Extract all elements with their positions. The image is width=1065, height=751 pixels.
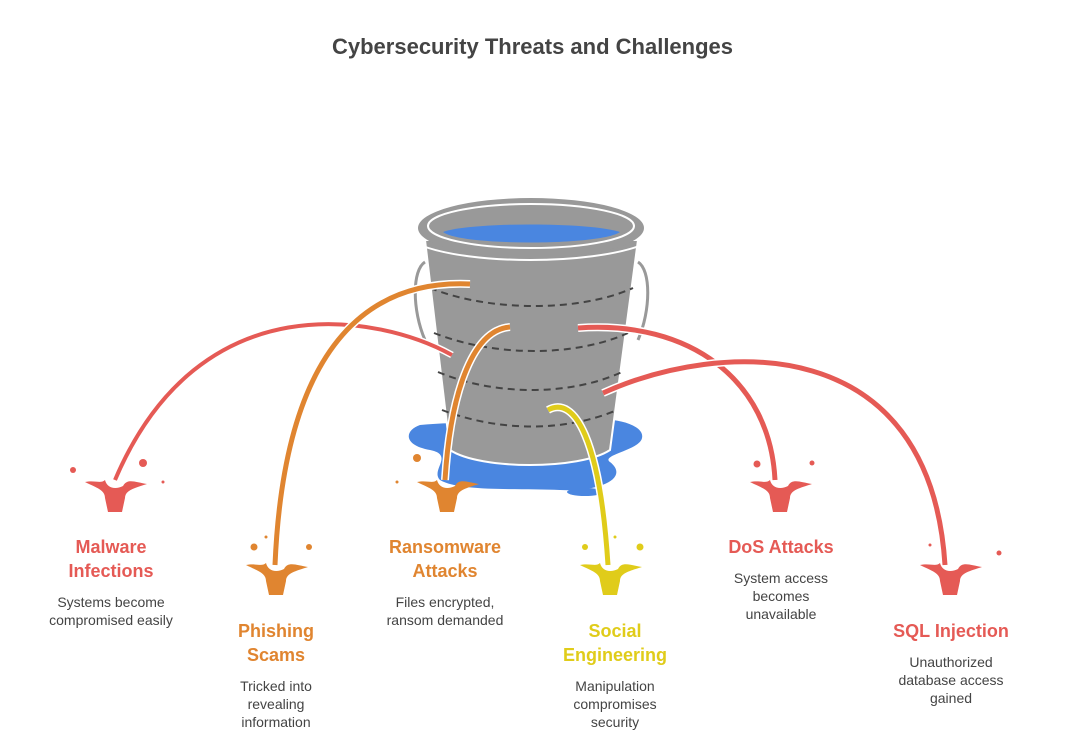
item-desc: System access: [733, 570, 829, 586]
item-title: Social: [588, 621, 642, 641]
water-drop: [567, 488, 603, 496]
splash-phishing: [246, 535, 312, 595]
bucket-rim-edge: [419, 244, 643, 261]
bucket-water: [443, 224, 620, 243]
bucket-band: [441, 409, 618, 428]
bucket-rim-inner: [427, 203, 635, 249]
item-desc: compromises: [573, 696, 657, 712]
water-drop: [556, 482, 568, 486]
item-desc: security: [590, 714, 640, 730]
splash-sql: [920, 543, 1002, 595]
item-desc: Manipulation: [575, 678, 655, 694]
stream-ransomware: [441, 323, 511, 481]
bucket-handle: [413, 260, 427, 341]
item-desc: Files encrypted,: [395, 594, 495, 610]
bucket-band: [429, 287, 634, 307]
item-malware: Malware Infections Systems become compro…: [26, 535, 196, 629]
splash-ransomware: [395, 454, 479, 512]
bucket-band: [437, 371, 623, 391]
bucket-body: [423, 239, 640, 466]
item-desc: ransom demanded: [386, 612, 504, 628]
item-ransomware: Ransomware Attacks Files encrypted, rans…: [360, 535, 530, 629]
item-desc: information: [241, 714, 311, 730]
item-desc: Tricked into: [240, 678, 312, 694]
item-desc: database access: [898, 672, 1004, 688]
splash-dos: [750, 460, 815, 512]
item-title: Attacks: [412, 561, 478, 581]
stream-social: [546, 403, 612, 566]
item-phishing: Phishing Scams Tricked into revealing in…: [191, 619, 361, 731]
item-title: DoS Attacks: [728, 537, 834, 557]
stream-phishing: [271, 279, 471, 566]
item-title: SQL Injection: [893, 621, 1009, 641]
item-sql-injection: SQL Injection Unauthorized database acce…: [866, 619, 1036, 707]
item-title: Phishing: [238, 621, 314, 641]
bucket-band: [433, 332, 629, 352]
diagram-title: Cybersecurity Threats and Challenges: [331, 34, 734, 59]
stream-sql: [601, 357, 949, 566]
item-desc: gained: [929, 690, 973, 706]
item-dos-attacks: DoS Attacks System access becomes unavai…: [696, 535, 866, 623]
item-title: Ransomware: [388, 537, 502, 557]
item-desc: unavailable: [745, 606, 817, 622]
item-title: Infections: [68, 561, 154, 581]
item-social-engineering: Social Engineering Manipulation compromi…: [530, 619, 700, 731]
item-desc: Systems become: [57, 594, 165, 610]
splash-malware: [70, 459, 165, 512]
item-title: Scams: [246, 645, 306, 665]
item-desc: becomes: [752, 588, 810, 604]
splash-social: [580, 535, 644, 595]
item-desc: revealing: [247, 696, 305, 712]
stream-malware: [111, 320, 454, 482]
item-title: Engineering: [562, 645, 667, 665]
item-desc: Unauthorized: [909, 654, 993, 670]
item-desc: compromised easily: [49, 612, 173, 628]
item-title: Malware: [75, 537, 147, 557]
